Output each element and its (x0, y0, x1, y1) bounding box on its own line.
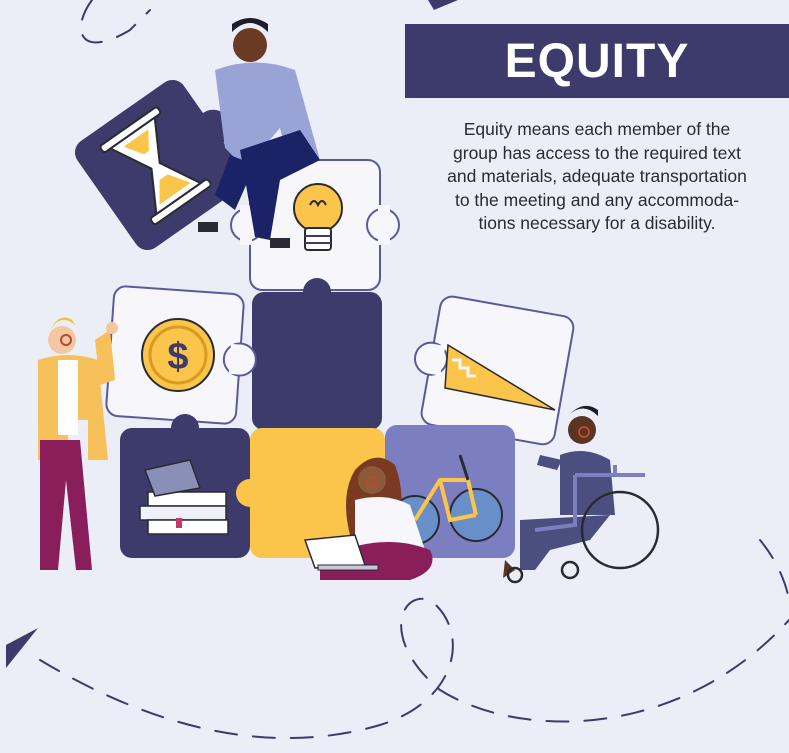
puzzle-pieces: $ (74, 79, 575, 558)
equity-description: Equity means each member of the group ha… (447, 119, 747, 233)
dashed-curves (39, 0, 789, 740)
dollar-coin-icon: $ (141, 318, 215, 392)
person-in-wheelchair (503, 405, 660, 584)
person-with-laptop (303, 457, 433, 580)
wheelchair-icon (506, 465, 660, 584)
svg-text:$: $ (167, 336, 188, 378)
arrow-head-top-icon (428, 0, 458, 10)
laptop-icon (303, 534, 379, 571)
dark-center-piece (252, 278, 382, 446)
title-banner: EQUITY (405, 24, 789, 98)
page-title: EQUITY (504, 34, 690, 88)
laptop-icon (143, 459, 202, 497)
ruler-piece (413, 295, 575, 446)
lightbulb-icon (293, 183, 343, 251)
bicycle-piece (385, 425, 515, 558)
arrow-head-icon (6, 628, 38, 668)
books-icon (139, 459, 229, 535)
ruler-triangle-icon (444, 343, 556, 411)
person-sitting (198, 18, 320, 248)
person-standing-left (38, 317, 118, 570)
hourglass-icon (99, 106, 212, 226)
